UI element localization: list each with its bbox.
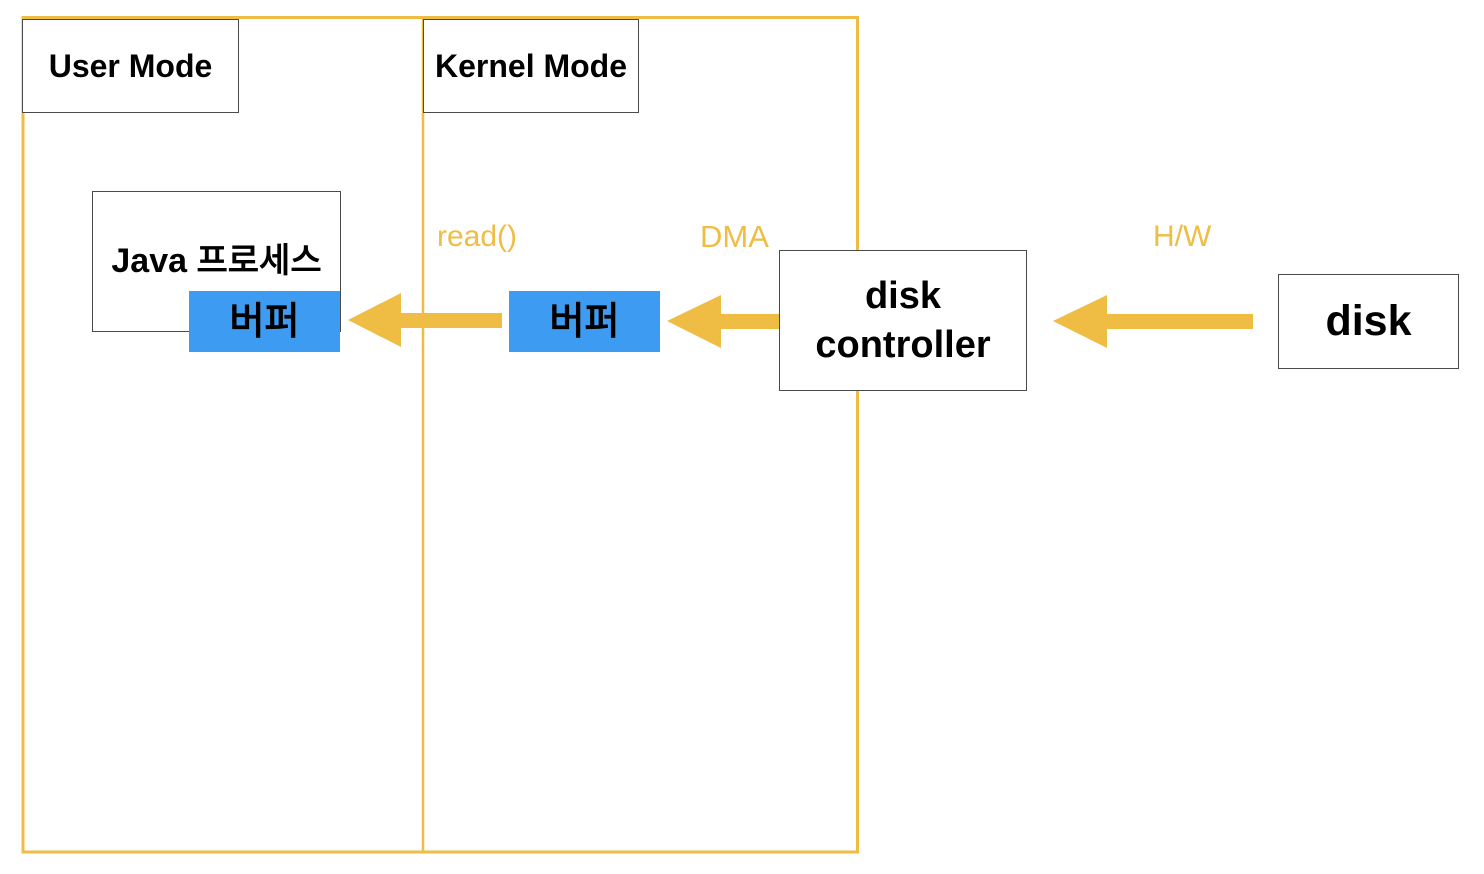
arrow-hw: [1053, 295, 1253, 348]
disk-controller-label-line-2: controller: [815, 323, 991, 366]
disk-box: disk: [1278, 274, 1459, 369]
process-buffer-label: 버퍼: [229, 300, 300, 343]
process-buffer: 버퍼: [189, 291, 340, 352]
disk-controller-box: disk controller: [779, 250, 1027, 391]
kernel-buffer: 버퍼: [509, 291, 660, 352]
disk-label: disk: [1325, 297, 1412, 345]
java-process-label: Java 프로세스: [111, 242, 322, 280]
kernel-mode-label: Kernel Mode: [434, 47, 628, 84]
user-mode-label: User Mode: [48, 47, 213, 84]
disk-controller-label-line-1: disk: [864, 274, 942, 317]
system-boundary-frame: [21, 16, 859, 854]
hw-label: H/W: [1153, 220, 1212, 253]
kernel-buffer-label: 버퍼: [549, 300, 620, 343]
arrow-read: [348, 293, 502, 347]
arrow-dma: [667, 295, 779, 348]
user-mode-box: User Mode: [22, 19, 239, 113]
dma-label: DMA: [700, 219, 769, 254]
read-call-label: read(): [437, 220, 518, 253]
kernel-mode-box: Kernel Mode: [423, 19, 639, 113]
